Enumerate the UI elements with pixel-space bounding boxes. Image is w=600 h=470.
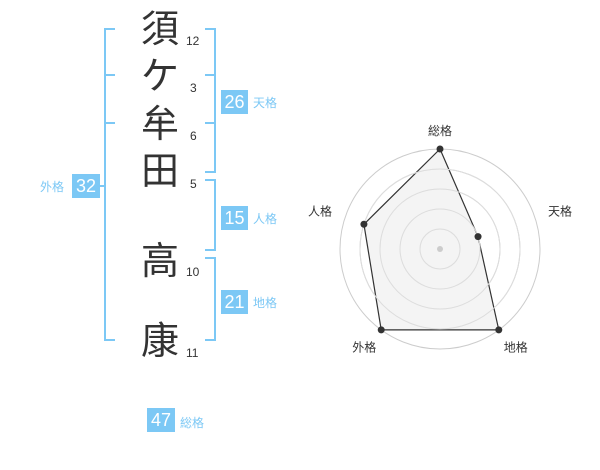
jinkaku-label: 人格 — [253, 212, 278, 226]
gaikaku-value: 32 — [72, 174, 100, 198]
name-char-1: 須 — [140, 7, 179, 51]
stroke-count-6: 11 — [186, 346, 199, 360]
tenkaku-bracket — [205, 28, 216, 173]
name-char-2: ケ — [140, 54, 179, 98]
stroke-count-4: 5 — [190, 177, 197, 191]
name-char-4: 田 — [140, 149, 179, 193]
gaikaku-label: 外格 — [40, 180, 65, 194]
radar-axis-label-1: 総格 — [428, 123, 452, 138]
name-char-5: 高 — [140, 239, 179, 283]
radar-center-dot — [437, 246, 443, 252]
radar-axis-label-3: 地格 — [504, 340, 528, 355]
gaikaku-bracket — [104, 28, 115, 341]
radar-point-1 — [436, 145, 444, 153]
radar-axis-label-2: 天格 — [548, 203, 572, 218]
radar-axis-label-4: 外格 — [352, 340, 376, 355]
radar-point-2 — [474, 233, 482, 241]
radar-axis-label-5: 人格 — [308, 203, 332, 218]
stroke-count-3: 6 — [190, 129, 197, 143]
stroke-count-1: 12 — [186, 34, 200, 48]
soukaku-label: 総格 — [180, 416, 205, 430]
radar-point-5 — [360, 220, 368, 228]
soukaku-value: 47 — [147, 408, 175, 432]
radar-point-3 — [495, 326, 503, 334]
radar-point-4 — [377, 326, 385, 334]
name-char-3: 牟 — [140, 102, 179, 146]
stroke-count-2: 3 — [190, 81, 197, 95]
chikaku-label: 地格 — [253, 296, 278, 310]
radar-data-area — [363, 147, 500, 331]
tenkaku-value: 26 — [221, 90, 248, 114]
jinkaku-value: 15 — [221, 206, 248, 230]
stroke-count-5: 10 — [186, 265, 200, 279]
radar-grid-ring-inner — [399, 208, 481, 290]
tenkaku-label: 天格 — [253, 96, 278, 110]
radar-grid-ring-inner — [379, 188, 501, 310]
jinkaku-bracket — [205, 179, 216, 251]
radar-grid-ring-inner — [419, 228, 461, 270]
chikaku-bracket — [205, 257, 216, 341]
radar-grid-ring-inner — [359, 168, 521, 330]
name-char-6: 康 — [140, 319, 179, 363]
chikaku-value: 21 — [221, 290, 248, 314]
